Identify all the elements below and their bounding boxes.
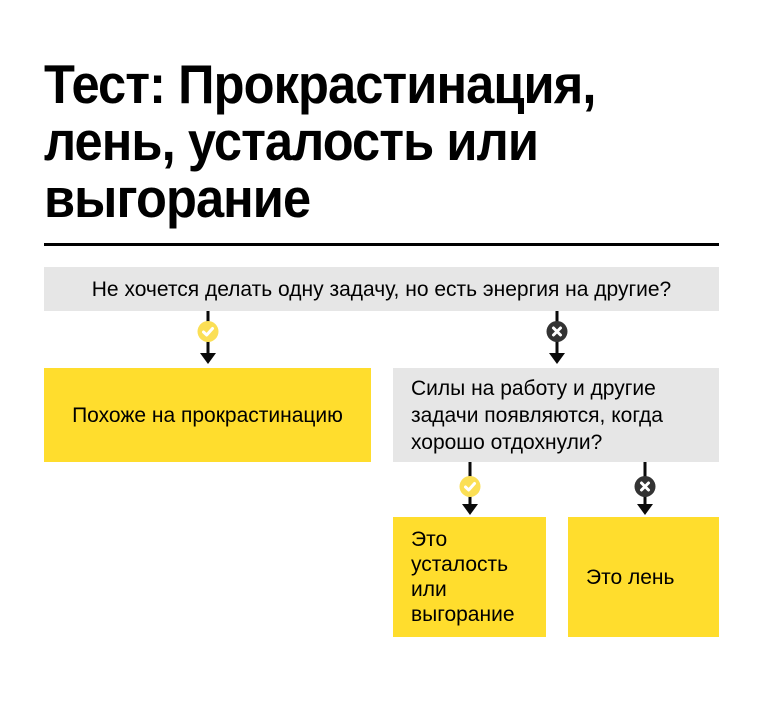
result-fatigue-text: Это усталость или выгорание xyxy=(411,528,515,626)
no-branch-arrow-1 xyxy=(546,311,568,364)
result-fatigue-box: Это усталость или выгорание xyxy=(393,517,546,637)
yes-branch-arrow-1 xyxy=(197,311,219,364)
yes-branch-arrow-2 xyxy=(459,462,481,515)
question-2-text: Силы на работу и другие задачи появляютс… xyxy=(411,376,663,454)
result-laziness-text: Это лень xyxy=(586,565,675,589)
page-title: Тест: Прокрастинация, лень, усталость ил… xyxy=(44,53,596,229)
no-branch-arrow-2 xyxy=(634,462,656,515)
check-icon xyxy=(459,476,481,497)
check-icon xyxy=(197,321,219,342)
arrow-head xyxy=(200,353,216,364)
arrow-head xyxy=(462,504,478,515)
result-procrastination-box: Похоже на прокрастинацию xyxy=(44,368,371,462)
arrow-head xyxy=(549,353,565,364)
cross-icon xyxy=(546,321,568,342)
title-divider xyxy=(44,243,719,246)
question-2-box: Силы на работу и другие задачи появляютс… xyxy=(393,368,719,462)
result-laziness-box: Это лень xyxy=(568,517,719,637)
question-1-box: Не хочется делать одну задачу, но есть э… xyxy=(44,267,719,311)
result-procrastination-text: Похоже на прокрастинацию xyxy=(72,403,343,427)
cross-icon xyxy=(634,476,656,497)
arrow-head xyxy=(637,504,653,515)
question-1-text: Не хочется делать одну задачу, но есть э… xyxy=(91,277,672,301)
